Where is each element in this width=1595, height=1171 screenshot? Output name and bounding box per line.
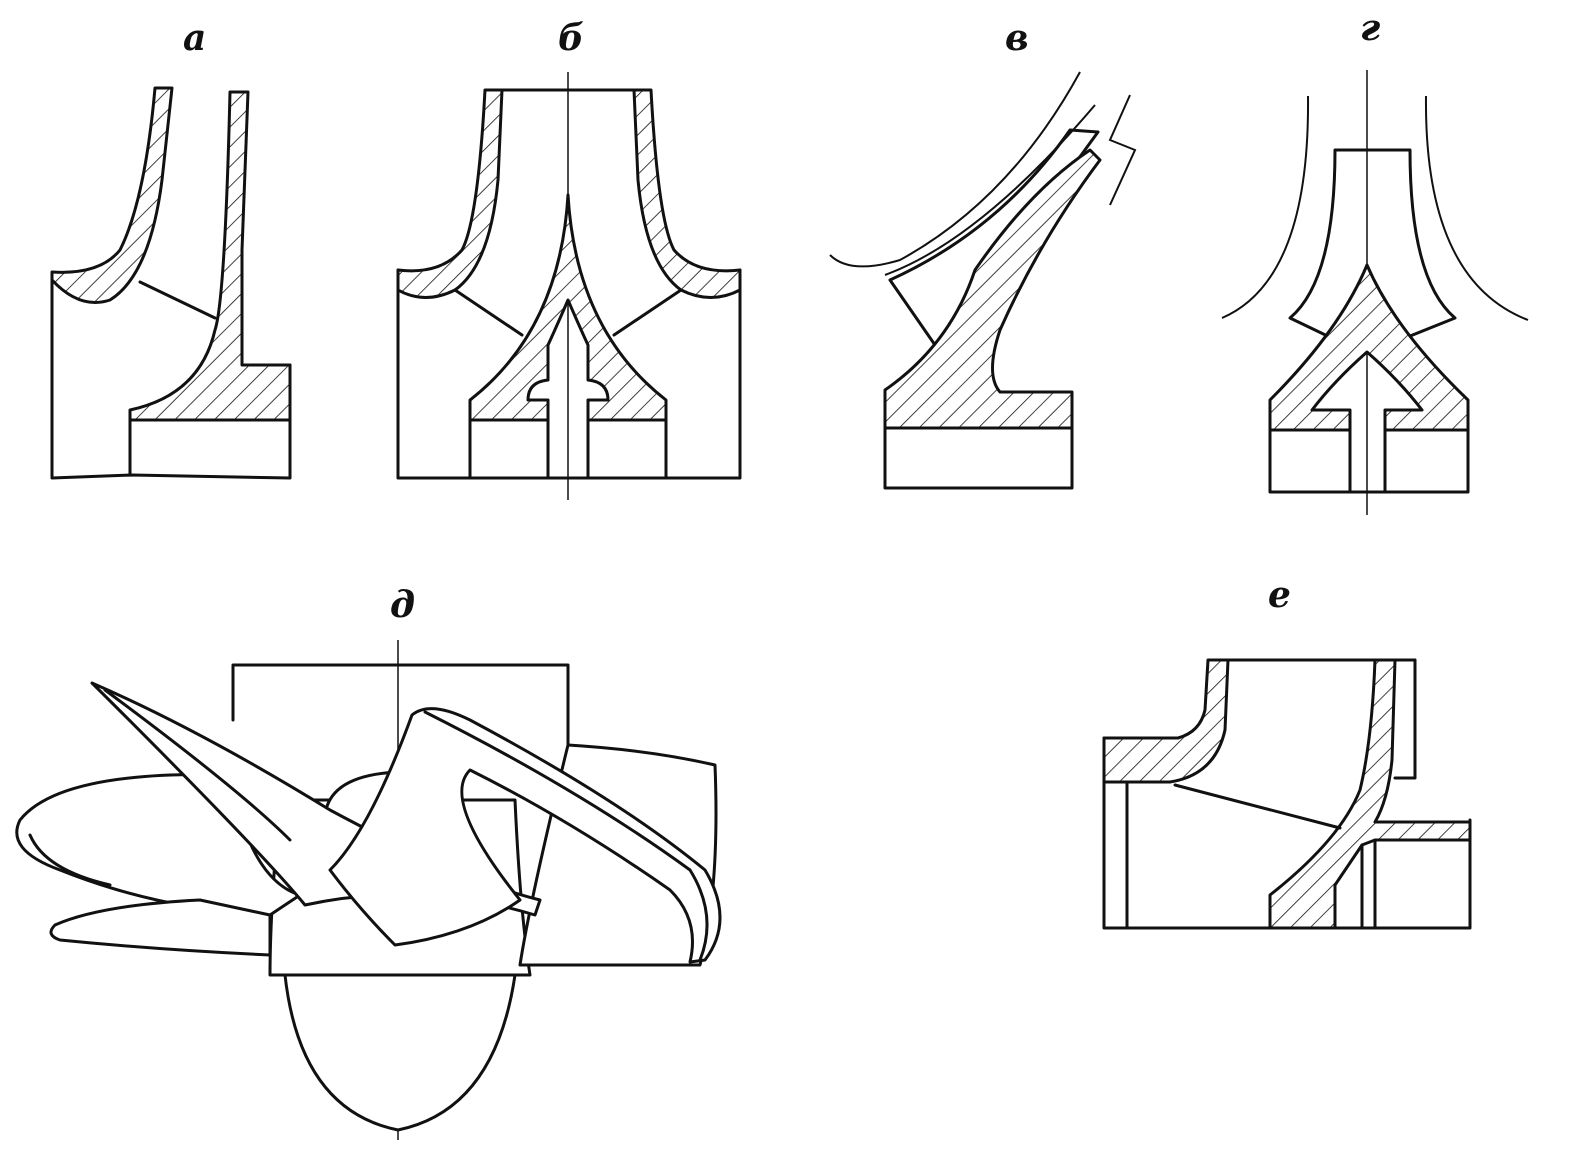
label-b: б [558,17,584,59]
diagram-g-double-diagonal-impeller [1221,70,1529,515]
diagram-e-radial-impeller [1102,658,1472,930]
diagram-a-closed-impeller [50,86,292,480]
label-g: г [1360,7,1380,49]
diagram-b-double-suction-impeller [396,72,742,500]
label-d: д [390,584,415,626]
label-e: е [1268,574,1291,616]
diagram-d-axial-impeller [15,640,722,1140]
label-a: а [183,17,206,59]
diagram-v-diagonal-impeller [829,71,1137,490]
label-v: в [1005,17,1029,59]
